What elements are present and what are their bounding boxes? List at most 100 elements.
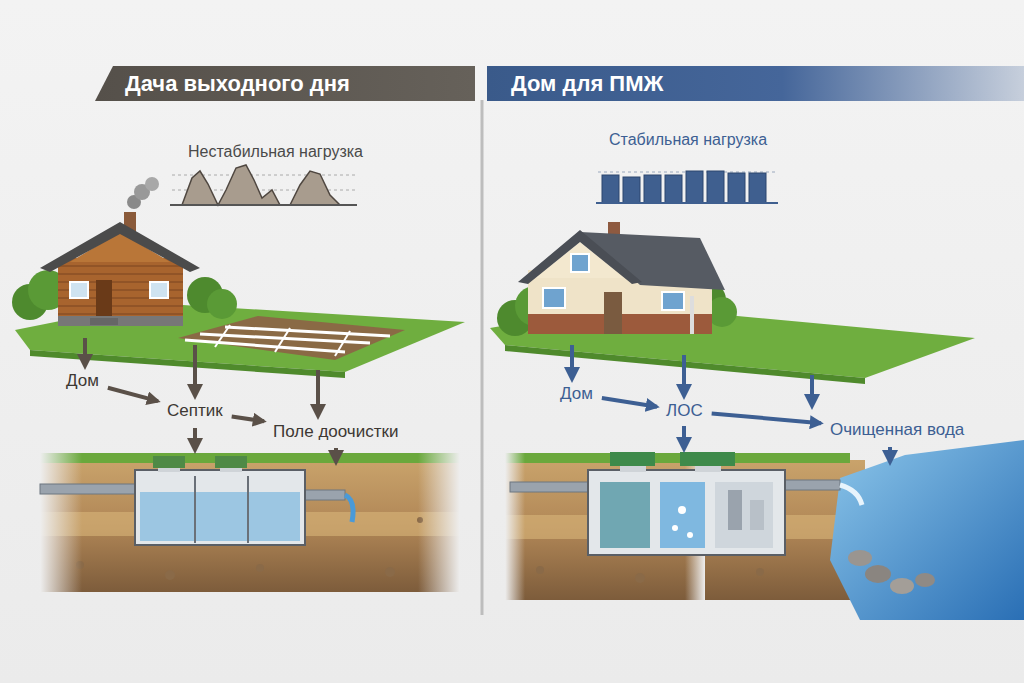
right-soil-section-part (756, 568, 764, 576)
stable-load-chart-part (686, 171, 703, 203)
log-cabin (12, 177, 237, 326)
modern-house-part (543, 288, 565, 308)
flow-arrows-part (193, 428, 197, 446)
flow-arrows-part (682, 426, 686, 445)
left-soil-section-part (40, 453, 460, 592)
modern-house-part (571, 254, 589, 272)
stable-load-chart-part (644, 175, 661, 203)
chart-caption: Нестабильная нагрузка (188, 142, 363, 162)
node-text: Поле доочистки (273, 422, 398, 442)
node-text: Дом (66, 371, 99, 391)
treatment-plant-part (715, 482, 773, 548)
log-cabin-part (58, 306, 183, 307)
right-soil-section (505, 453, 865, 600)
stable-load-chart (596, 171, 778, 203)
left-soil-section (40, 453, 460, 592)
septic-tank-part (345, 495, 353, 522)
log-cabin-part (150, 282, 168, 298)
treatment-plant-part (783, 480, 840, 490)
node-text: Дом (560, 384, 593, 404)
stable-load-chart-part (602, 175, 619, 203)
treatment-plant-part (840, 485, 862, 505)
flow-arrows (85, 338, 890, 458)
flow-arrows-part (334, 448, 338, 458)
log-cabin-part (90, 318, 118, 325)
modern-house-part (640, 314, 712, 334)
chart-caption: Стабильная нагрузка (609, 130, 767, 150)
treatment-plant-part (728, 490, 742, 530)
left-ground-part (275, 328, 290, 352)
left-ground-part (215, 325, 230, 347)
septic-tank-part (194, 476, 196, 543)
left-ground-part (185, 340, 345, 352)
unstable-load-chart-part (170, 204, 357, 206)
log-cabin-part (145, 177, 159, 191)
log-cabin-part (207, 289, 237, 319)
stable-load-chart-part (749, 173, 766, 203)
modern-house-part (528, 314, 643, 334)
modern-house-part (528, 270, 643, 334)
header-band: Дом для ПМЖ (487, 66, 1024, 101)
septic-tank-part (140, 492, 300, 541)
flow-label: Дом (62, 369, 103, 393)
left-ground-part (225, 327, 390, 336)
node-text: Дача выходного дня (125, 71, 350, 97)
septic-tank-part (303, 490, 345, 500)
log-cabin-part (58, 258, 183, 320)
flow-arrow (232, 416, 264, 421)
stable-load-chart-part (728, 173, 745, 203)
flow-arrow (712, 413, 821, 423)
modern-house-part (518, 230, 642, 284)
modern-house-part (640, 285, 712, 334)
flow-label: Очищенная вода (826, 418, 968, 442)
treatment-plant-part (680, 452, 735, 466)
unstable-load-chart-part (172, 165, 352, 205)
log-cabin-part (40, 222, 200, 272)
log-cabin-part (58, 266, 183, 267)
node-text: Дом для ПМЖ (511, 71, 663, 97)
flow-arrow (602, 398, 657, 407)
divider (482, 100, 483, 615)
treatment-plant-part (600, 482, 650, 548)
left-ground-part (178, 316, 405, 360)
flow-arrows-part (810, 375, 814, 402)
log-cabin-part (58, 274, 183, 275)
river-part (848, 550, 872, 566)
left-ground (15, 303, 465, 378)
flow-arrows-part (83, 338, 87, 362)
log-cabin-part (96, 280, 112, 316)
left-ground-part (335, 331, 350, 356)
river-part (865, 565, 891, 583)
flow-arrow (108, 388, 158, 401)
flow-arrows-part (193, 345, 197, 392)
node-text: Очищенная вода (830, 420, 964, 440)
unstable-load-chart (170, 165, 357, 205)
septic-tank-part (40, 484, 137, 494)
log-cabin-part (58, 314, 183, 315)
septic-tank (40, 456, 353, 545)
river (830, 440, 1024, 620)
river-part (830, 440, 1024, 620)
flow-label: Поле доочистки (269, 420, 402, 444)
modern-house-part (690, 296, 694, 334)
flow-label: Дом (556, 382, 597, 406)
treatment-plant-part (687, 532, 693, 538)
treatment-plant-part (750, 500, 764, 530)
header-band: Дача выходного дня (95, 66, 475, 101)
modern-house-part (604, 292, 622, 334)
septic-tank-part (135, 470, 305, 545)
flow-arrows-part (682, 355, 686, 392)
stable-load-chart-part (596, 202, 778, 204)
flow-arrows-part (888, 447, 892, 458)
treatment-plant-part (678, 506, 686, 514)
treatment-plant-part (610, 452, 655, 466)
node-text: Септик (167, 401, 223, 421)
treatment-plant-part (660, 482, 705, 548)
septic-tank-part (153, 456, 185, 468)
flow-arrows-part (570, 345, 574, 375)
stable-load-chart-part (707, 171, 724, 203)
